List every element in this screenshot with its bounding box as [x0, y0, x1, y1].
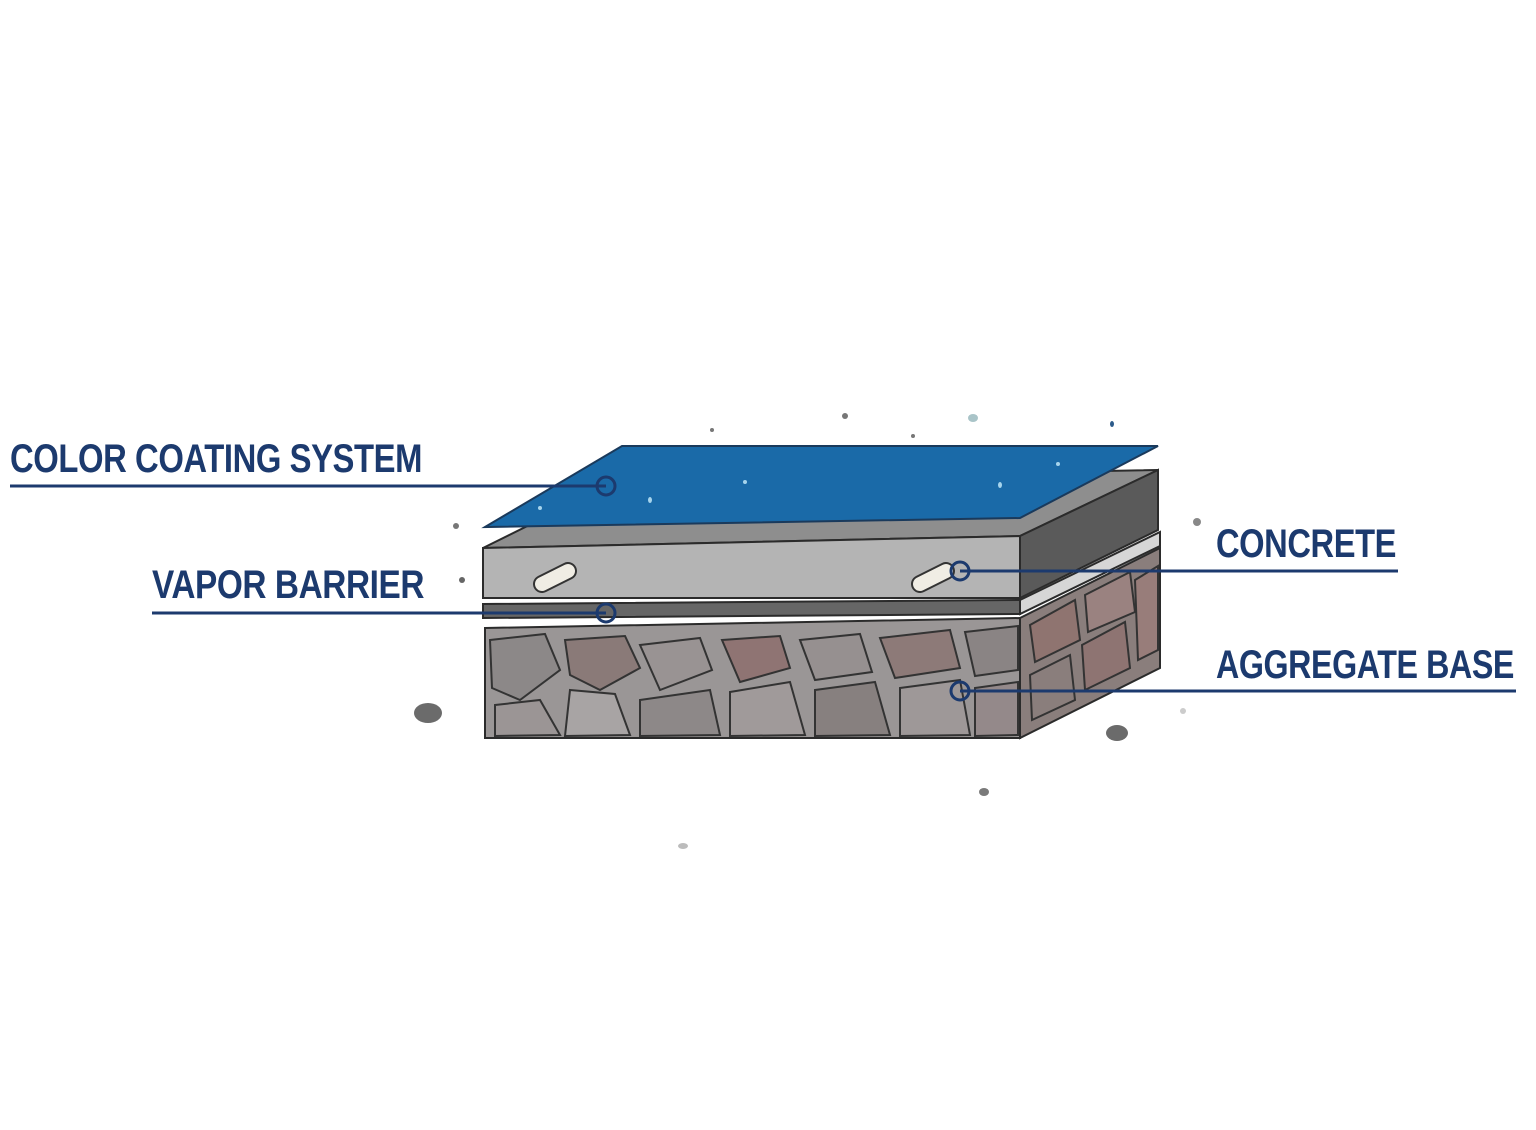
debris-speck: [968, 414, 978, 422]
coating-fleck: [743, 480, 747, 484]
debris-speck: [459, 577, 465, 583]
callout-label-concrete: CONCRETE: [1216, 522, 1396, 566]
stone: [729, 680, 807, 738]
stone: [720, 634, 792, 684]
stone: [1028, 598, 1082, 664]
stone: [639, 688, 722, 738]
debris-speck: [1110, 421, 1114, 427]
callout-aggregate-base: AGGREGATE BASE: [949, 643, 1516, 702]
callout-vapor-barrier: VAPOR BARRIER: [152, 563, 617, 624]
vapor-barrier-front-face: [482, 598, 1021, 620]
stone: [974, 680, 1019, 738]
debris-speck: [1180, 708, 1186, 714]
concrete-side-face: [1019, 468, 1159, 600]
debris-speck: [710, 428, 714, 432]
stone: [814, 680, 892, 738]
aggregate-base-layer: [484, 546, 1161, 740]
callout-label-color-coating-system: COLOR COATING SYSTEM: [10, 437, 422, 481]
color-coating-layer: [481, 445, 1159, 529]
leader-dot: [595, 602, 617, 624]
debris-speck: [842, 413, 848, 419]
rebar-dowel: [911, 562, 955, 593]
stone: [1028, 653, 1077, 722]
leader-dot: [949, 560, 971, 582]
debris-speck: [1193, 518, 1201, 526]
rebar-dowel: [533, 562, 577, 593]
debris-speck: [414, 703, 442, 723]
coating-fleck: [998, 482, 1002, 488]
coating-fleck: [648, 497, 652, 503]
debris-speck: [1106, 725, 1128, 741]
aggregate-stones-front: [488, 624, 1019, 738]
leader-dot: [949, 680, 971, 702]
callout-label-aggregate-base: AGGREGATE BASE: [1216, 643, 1514, 687]
stone: [1133, 564, 1159, 662]
color-coating-sheet: [481, 445, 1159, 529]
callout-concrete: CONCRETE: [949, 522, 1398, 582]
debris-speck: [911, 434, 915, 438]
callout-label-vapor-barrier: VAPOR BARRIER: [152, 563, 425, 607]
stone: [563, 634, 642, 692]
coating-fleck: [538, 506, 542, 510]
debris-specks: [414, 413, 1201, 849]
stone: [494, 698, 562, 738]
stone: [563, 688, 632, 738]
debris-speck: [678, 843, 688, 849]
stone: [798, 632, 874, 682]
stone: [878, 628, 962, 680]
stone: [963, 624, 1019, 678]
stone: [1083, 570, 1137, 634]
callout-color-coating-system: COLOR COATING SYSTEM: [10, 437, 617, 497]
stone: [899, 678, 972, 738]
stone: [638, 636, 714, 692]
leader-dot: [595, 475, 617, 497]
vapor-barrier-side-face: [1019, 530, 1161, 616]
coating-fleck: [1056, 462, 1060, 466]
stone: [1080, 620, 1132, 692]
debris-speck: [453, 523, 459, 529]
debris-speck: [979, 788, 989, 796]
stone: [488, 632, 562, 702]
